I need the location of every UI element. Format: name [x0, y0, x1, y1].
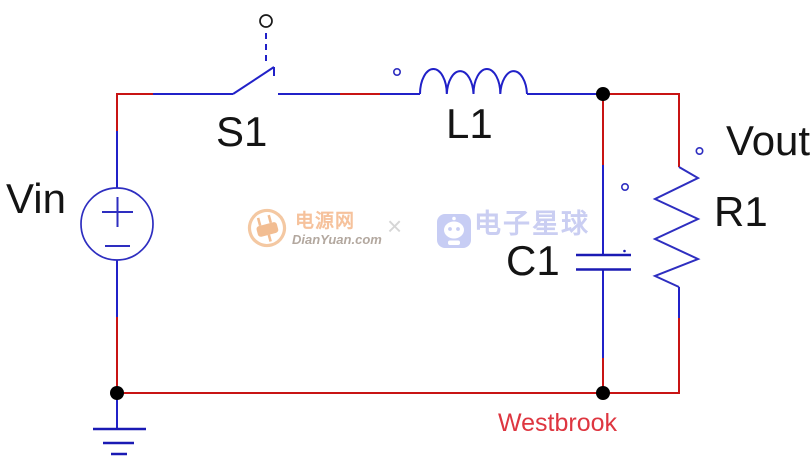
label-vout: Vout [726, 117, 811, 164]
junction-dot-bottom [596, 386, 610, 400]
capacitor-c1-symbol [576, 249, 631, 271]
inductor-l1-coil [419, 68, 528, 95]
junction-dot-top [596, 87, 610, 101]
resistor-r1-zigzag [652, 166, 701, 288]
plug-icon [247, 208, 287, 248]
capacitor-pin-circle [620, 183, 629, 192]
watermark-dianyuan-title: 电源网 [295, 211, 356, 232]
label-vin: Vin [6, 175, 66, 222]
watermark-separator-x: × [387, 211, 403, 241]
wire-junction-to-resistor-top [603, 93, 680, 167]
junction-dot-ground [110, 386, 124, 400]
blue-net-wires [116, 93, 680, 429]
robot-icon [437, 214, 471, 248]
label-l1: L1 [446, 100, 493, 147]
source-circle [80, 187, 154, 261]
signature-westbrook: Westbrook [498, 409, 618, 437]
watermark-xingqiu-title: 电子星球 [474, 209, 590, 239]
label-c1: C1 [506, 237, 560, 284]
switch-blade [232, 66, 275, 95]
wire-vin-top-corner [116, 93, 153, 131]
switch-control-terminal-circle [259, 14, 273, 28]
capacitor-polarity-dot [623, 249, 626, 253]
red-net-wires [116, 93, 680, 394]
junction-dots [110, 87, 610, 400]
label-s1: S1 [216, 108, 268, 155]
watermark-dianyuan-subtitle: DianYuan.com [292, 232, 382, 247]
resistor-pin-circle [695, 147, 704, 156]
ground-symbol [93, 427, 146, 456]
wire-bottom-rail [117, 318, 680, 394]
pin-markers [392, 68, 704, 192]
switch-s1-symbol [232, 14, 275, 95]
inductor-pin-circle [392, 68, 401, 77]
voltage-source-vin-symbol [80, 187, 154, 261]
label-r1: R1 [714, 188, 768, 235]
